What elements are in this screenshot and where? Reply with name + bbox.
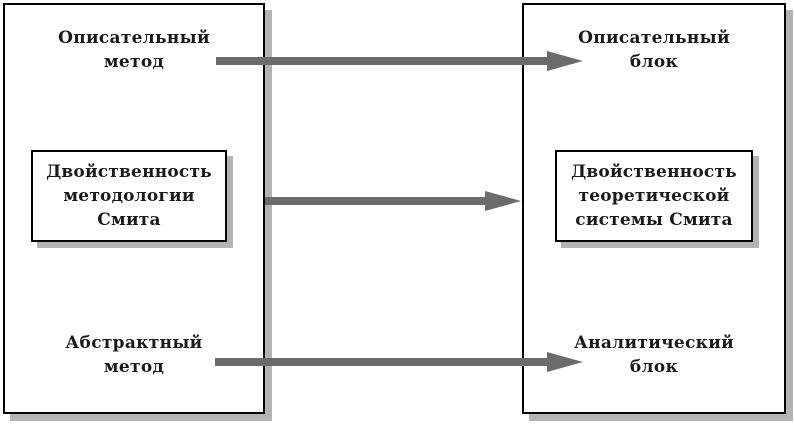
arrow-shaft (265, 197, 489, 205)
right-bottom-label-line2: блок (629, 357, 679, 377)
arrow-right-icon (547, 51, 583, 71)
right-top-label-line1: Описательный (578, 28, 730, 48)
arrow-middle (265, 191, 521, 211)
left-bottom-label: Абстрактный метод (5, 331, 263, 379)
right-top-label-line2: блок (629, 52, 679, 72)
arrow-top (216, 51, 583, 71)
arrow-right-icon (547, 352, 583, 372)
arrow-shaft (216, 57, 551, 65)
left-bottom-label-line2: метод (103, 357, 165, 377)
left-center-box: Двойственность методологии Смита (31, 150, 227, 242)
left-panel-box: Описательный метод Двойственность методо… (3, 3, 265, 414)
right-center-box: Двойственность теоретической системы Сми… (555, 150, 753, 242)
arrow-bottom (215, 352, 583, 372)
left-top-label: Описательный метод (5, 26, 263, 74)
right-center-box-line3: системы Смита (575, 210, 733, 230)
left-center-box-line3: Смита (97, 210, 161, 230)
right-top-label: Описательный блок (524, 26, 784, 74)
right-bottom-label-line1: Аналитический (573, 333, 735, 353)
right-center-box-line1: Двойственность (571, 162, 737, 182)
left-top-label-line2: метод (103, 52, 165, 72)
arrow-shaft (215, 358, 551, 366)
right-panel-box: Описательный блок Двойственность теорети… (522, 3, 786, 414)
left-bottom-label-line1: Абстрактный (65, 333, 203, 353)
left-top-label-line1: Описательный (58, 28, 210, 48)
left-center-box-line2: методологии (63, 186, 195, 206)
arrow-right-icon (485, 191, 521, 211)
right-center-box-line2: теоретической (578, 186, 730, 206)
right-bottom-label: Аналитический блок (524, 331, 784, 379)
left-center-box-line1: Двойственность (46, 162, 212, 182)
